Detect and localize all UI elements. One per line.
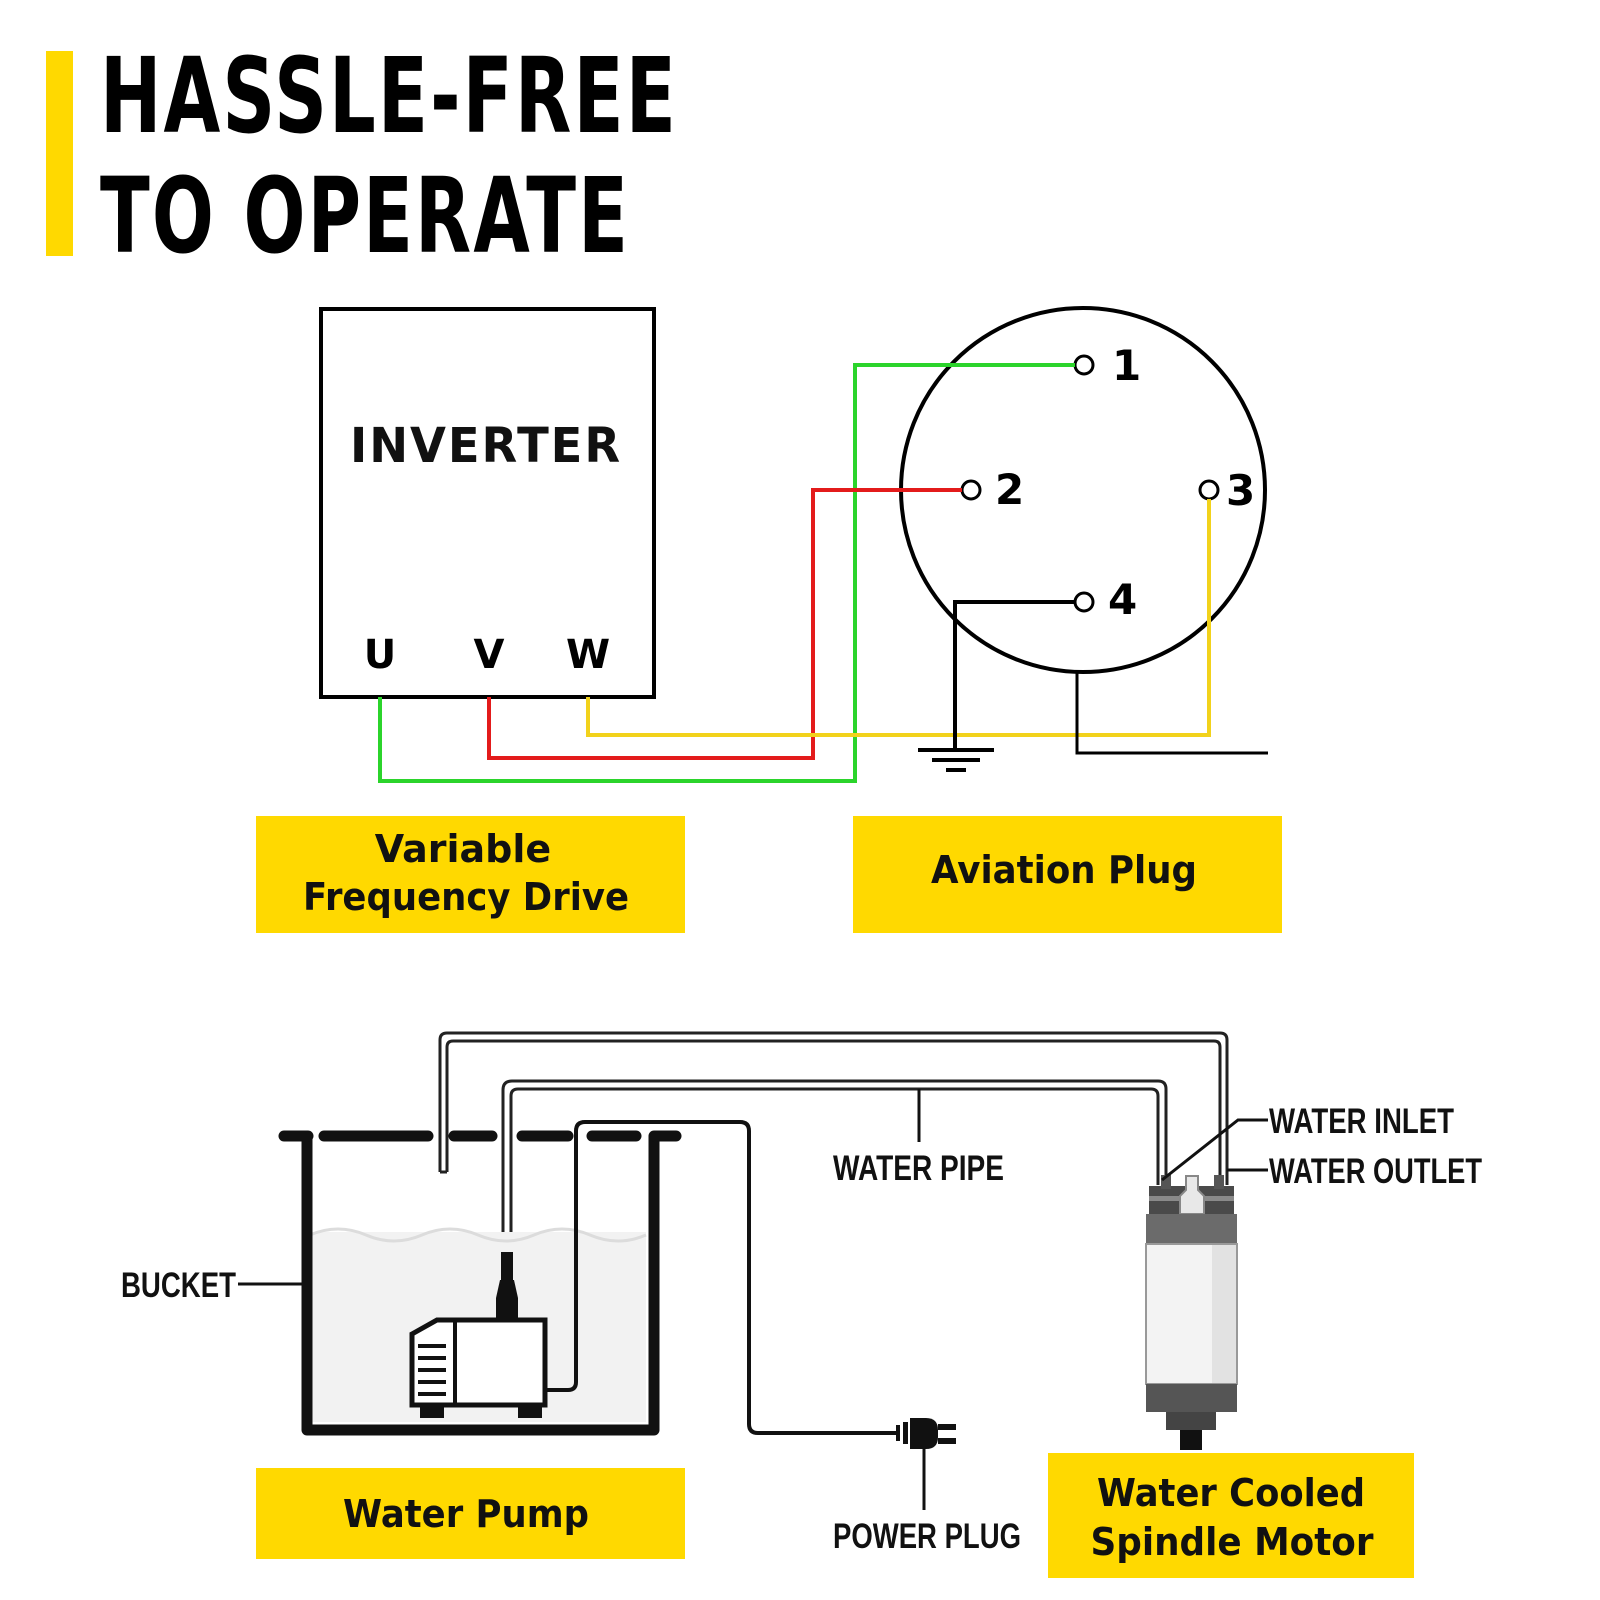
pump-vent-slots (418, 1344, 446, 1396)
spindle-body-shade (1212, 1245, 1236, 1383)
wire-w-yellow (586, 499, 1211, 737)
tag-spindle-motor-bg (1048, 1453, 1414, 1578)
tag-vfd: Variable Frequency Drive (256, 816, 685, 933)
tag-spindle-line-1: Water Cooled (1097, 1471, 1365, 1515)
pump-nozzle (501, 1252, 513, 1280)
wires (378, 363, 1268, 783)
spindle-collar (1146, 1214, 1237, 1244)
spindle-nose (1166, 1412, 1216, 1430)
bucket-water-surface (309, 1227, 647, 1243)
pump-foot-right (518, 1405, 542, 1418)
inverter-box (319, 307, 656, 699)
water-pipe-outer (438, 1031, 1229, 1185)
callout-power-plug: POWER PLUG (833, 1517, 1021, 1556)
spindle-collet (1180, 1430, 1202, 1450)
tag-vfd-bg (256, 816, 685, 933)
spindle-nipple-right (1214, 1175, 1224, 1189)
pump-foot-left (420, 1405, 444, 1418)
tag-vfd-line-1: Variable (375, 827, 551, 871)
pump-outlet-stub (496, 1298, 518, 1322)
bucket-walls (301, 1136, 660, 1436)
pin-1-contact (1073, 354, 1095, 376)
pin-3-contact (1198, 479, 1220, 501)
callout-leaders (238, 1089, 1268, 1286)
callout-water-outlet: WATER OUTLET (1269, 1152, 1482, 1191)
pin-3-label: 3 (1226, 466, 1255, 515)
water-inlet-leader (1161, 1118, 1268, 1182)
spindle-motor (1145, 1175, 1238, 1450)
water-pipe-inner (501, 1079, 1168, 1253)
spindle-connector (1179, 1175, 1205, 1215)
tag-water-pump: Water Pump (256, 1468, 685, 1559)
tag-spindle-motor: Water Cooled Spindle Motor (1048, 1453, 1414, 1578)
tag-water-pump-bg (256, 1468, 685, 1559)
wire-ground-pin-4 (953, 600, 1075, 749)
water-pipes (438, 1031, 1229, 1253)
cable-shield-lead (1075, 672, 1268, 755)
title-accent-bar (46, 51, 73, 256)
title-block: HASSLE-FREE TO OPERATE (46, 35, 678, 277)
pin-4-label: 4 (1108, 575, 1137, 624)
pin-2-contact (960, 479, 982, 501)
wire-u-green (378, 363, 1075, 783)
tag-aviation-plug-text: Aviation Plug (931, 848, 1197, 892)
tag-spindle-line-2: Spindle Motor (1091, 1520, 1374, 1564)
aviation-plug: 1 2 3 4 (899, 306, 1267, 674)
wire-v-red (487, 488, 962, 760)
tag-aviation-plug: Aviation Plug (853, 816, 1282, 933)
callout-bucket: BUCKET (121, 1266, 236, 1305)
pump-nozzle-ribs (496, 1280, 518, 1298)
ground-icon (918, 748, 994, 772)
callout-water-pipe: WATER PIPE (833, 1149, 1004, 1188)
spindle-nipple-left (1161, 1175, 1171, 1189)
title-line-2: TO OPERATE (100, 155, 630, 277)
terminal-w-label: W (566, 632, 610, 678)
power-plug-icon (896, 1418, 956, 1449)
callout-water-inlet: WATER INLET (1269, 1102, 1454, 1141)
pin-4-contact (1073, 591, 1095, 613)
tag-water-pump-text: Water Pump (343, 1492, 589, 1536)
terminal-v-label: V (474, 632, 505, 678)
inverter-label: INVERTER (350, 418, 622, 474)
inverter: INVERTER U V W (319, 307, 656, 699)
tag-vfd-line-2: Frequency Drive (303, 875, 629, 919)
pump-power-cord (545, 1120, 896, 1435)
tag-aviation-plug-bg (853, 816, 1282, 933)
title-line-1: HASSLE-FREE (100, 35, 678, 157)
spindle-bottom-collar (1146, 1384, 1237, 1412)
water-pump (409, 1120, 896, 1435)
pin-2-label: 2 (995, 465, 1024, 514)
pin-1-label: 1 (1112, 341, 1141, 390)
terminal-u-label: U (364, 632, 396, 678)
